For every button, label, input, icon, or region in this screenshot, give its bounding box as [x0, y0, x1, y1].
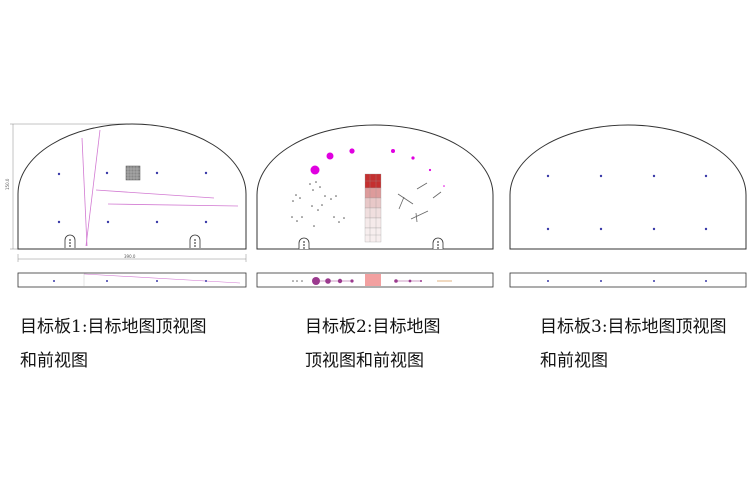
board-1-outline	[17, 123, 247, 250]
board-2-caption-line2: 顶视图和前视图	[305, 351, 424, 371]
board-3-markers	[546, 174, 708, 231]
board-1-pink-lines	[81, 129, 239, 247]
board-3-front-view	[509, 272, 747, 288]
board-1-markers	[57, 171, 208, 224]
board-2-top-view	[256, 124, 494, 250]
board-2-angle-marks	[397, 182, 442, 223]
board-2-caption-line1: 目标板2:目标地图	[305, 317, 441, 337]
board-1-checker-grid	[125, 165, 141, 181]
board-2-slots	[298, 237, 444, 249]
board-1-slots	[64, 234, 201, 248]
board-3-outline	[509, 124, 747, 250]
board-2-color-column	[364, 173, 382, 243]
board-1-caption-line2: 和前视图	[20, 351, 88, 371]
board-1-height-label: 150.0	[5, 178, 10, 190]
board-1-dimension-lines	[10, 123, 247, 262]
board-1-width-label: 390.0	[124, 254, 136, 259]
board-3-caption-line2: 和前视图	[540, 351, 608, 371]
board-1-caption-line1: 目标板1:目标地图顶视图	[20, 317, 207, 337]
board-1-front-view	[17, 272, 247, 288]
board-1-top-view: 150.0 390.0	[5, 123, 247, 262]
board-2-front-view	[256, 272, 494, 288]
board-3-caption-line1: 目标板3:目标地图顶视图	[540, 317, 727, 337]
board-3-top-view	[509, 124, 747, 250]
board-1-caption: 目标板1:目标地图顶视图 和前视图	[20, 310, 207, 378]
board-2-caption: 目标板2:目标地图 顶视图和前视图	[305, 310, 441, 378]
board-3-caption: 目标板3:目标地图顶视图 和前视图	[540, 310, 727, 378]
board-2-dot-clusters	[291, 181, 345, 227]
board-2-magenta-circles	[310, 148, 445, 187]
